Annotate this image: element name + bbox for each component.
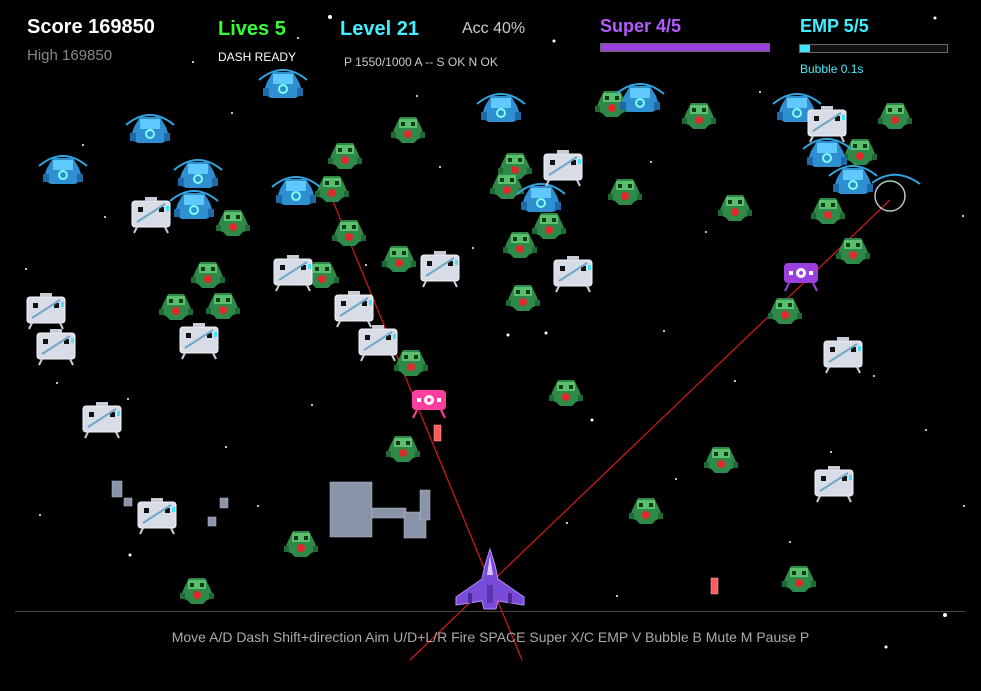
green-alien xyxy=(284,531,318,557)
green-alien xyxy=(391,117,425,143)
robot-enemy xyxy=(358,324,398,362)
green-alien xyxy=(843,139,877,165)
robot-enemy xyxy=(26,292,66,330)
green-alien xyxy=(206,293,240,319)
green-alien xyxy=(532,213,566,239)
enemy-formation xyxy=(26,69,912,604)
green-alien xyxy=(332,220,366,246)
green-alien xyxy=(768,298,802,324)
robot-enemy xyxy=(823,336,863,374)
score-label: Score 169850 xyxy=(27,16,155,38)
green-alien xyxy=(386,436,420,462)
green-alien xyxy=(503,232,537,258)
dash-status: DASH READY xyxy=(218,50,297,64)
blue-alien xyxy=(169,190,219,220)
robot-enemy xyxy=(273,254,313,292)
level-label: Level 21 xyxy=(340,18,419,40)
ground-line xyxy=(15,611,965,612)
green-alien xyxy=(782,566,816,592)
blue-alien xyxy=(802,138,852,168)
blue-alien xyxy=(476,93,526,123)
blue-alien xyxy=(516,183,566,213)
blue-alien xyxy=(828,165,878,195)
green-alien xyxy=(191,262,225,288)
green-alien xyxy=(878,103,912,129)
green-alien xyxy=(549,380,583,406)
robot-enemy xyxy=(553,255,593,293)
green-alien xyxy=(315,176,349,202)
lives-label: Lives 5 xyxy=(218,18,286,40)
robot-enemy xyxy=(137,497,177,535)
robot-enemy xyxy=(36,328,76,366)
green-alien xyxy=(718,195,752,221)
super-label: Super 4/5 xyxy=(600,16,682,36)
robot-enemy xyxy=(814,465,854,503)
green-alien xyxy=(328,143,362,169)
starfield xyxy=(25,15,965,649)
bunker xyxy=(111,480,431,539)
green-alien xyxy=(836,238,870,264)
pink-diver-enemy xyxy=(411,389,447,419)
accuracy-label: Acc 40% xyxy=(462,20,526,37)
purple-diver-enemy xyxy=(783,262,819,292)
green-alien xyxy=(682,103,716,129)
high-score-label: High 169850 xyxy=(27,47,113,64)
robot-enemy xyxy=(420,250,460,288)
robot-enemy xyxy=(334,290,374,328)
robot-enemy xyxy=(82,401,122,439)
robot-enemy xyxy=(179,322,219,360)
green-alien xyxy=(506,285,540,311)
robot-enemy xyxy=(543,149,583,187)
player-ship xyxy=(455,547,525,610)
emp-label: EMP 5/5 xyxy=(800,16,869,36)
green-alien xyxy=(629,498,663,524)
blue-alien xyxy=(258,69,308,99)
blue-alien xyxy=(125,114,175,144)
controls-help: Move A/D Dash Shift+direction Aim U/D+L/… xyxy=(171,629,810,645)
power-status: P 1550/1000 A -- S OK N OK xyxy=(344,55,498,69)
emp-meter xyxy=(799,44,948,53)
green-alien xyxy=(811,198,845,224)
emp-meter-fill xyxy=(800,45,811,52)
green-alien xyxy=(216,210,250,236)
shield-bubble xyxy=(871,173,921,212)
green-alien xyxy=(608,179,642,205)
green-alien xyxy=(159,294,193,320)
green-alien xyxy=(382,246,416,272)
super-meter xyxy=(600,43,770,52)
blue-alien xyxy=(173,159,223,189)
super-meter-fill xyxy=(601,44,769,51)
green-alien xyxy=(704,447,738,473)
green-alien xyxy=(180,578,214,604)
blue-alien xyxy=(271,176,321,206)
bubble-timer: Bubble 0.1s xyxy=(800,62,864,76)
enemy-bullets xyxy=(433,424,719,595)
blue-alien xyxy=(38,155,88,185)
robot-enemy xyxy=(131,196,171,234)
robot-enemy xyxy=(807,105,847,143)
green-alien xyxy=(394,350,428,376)
